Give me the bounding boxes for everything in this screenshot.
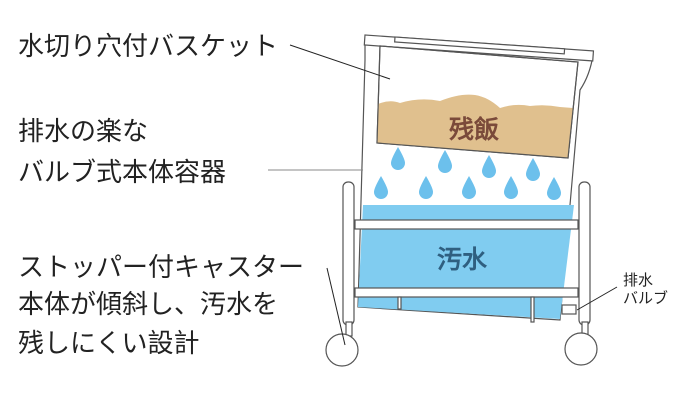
leader-lines xyxy=(268,44,618,346)
water-label: 汚水 xyxy=(437,245,488,274)
water-drop-icon xyxy=(547,177,561,200)
upper-rail xyxy=(354,219,579,230)
left-caster-wheel xyxy=(325,333,359,367)
valve-label-line1: 排水 xyxy=(623,271,654,289)
water-drop-icon xyxy=(374,176,388,199)
water-drop-icon xyxy=(526,158,540,181)
water-drop-icon xyxy=(482,155,496,178)
caster-label-line1: ストッパー付キャスター xyxy=(18,253,305,283)
left-leg xyxy=(342,181,355,326)
container-label-line1: 排水の楽な xyxy=(18,117,149,147)
container-label-line2: バルブ式本体容器 xyxy=(18,158,227,188)
food-waste xyxy=(377,94,573,158)
lower-rail xyxy=(354,287,579,298)
basket-label: 水切り穴付バスケット xyxy=(18,32,279,62)
water-drop-icon xyxy=(504,176,518,199)
right-caster-wheel xyxy=(564,332,598,366)
water-drops xyxy=(374,147,561,200)
valve-label-line2: バルブ xyxy=(623,289,669,307)
water-drop-icon xyxy=(438,150,452,173)
water-drop-icon xyxy=(462,176,476,199)
drain-valve xyxy=(561,304,577,315)
caster-label-line3: 残しにくい設計 xyxy=(18,329,200,359)
water-drop-icon xyxy=(419,176,433,199)
food-label: 残飯 xyxy=(449,115,499,144)
caster-label-line2: 本体が傾斜し、汚水を xyxy=(18,290,279,320)
water-drop-icon xyxy=(391,147,405,170)
